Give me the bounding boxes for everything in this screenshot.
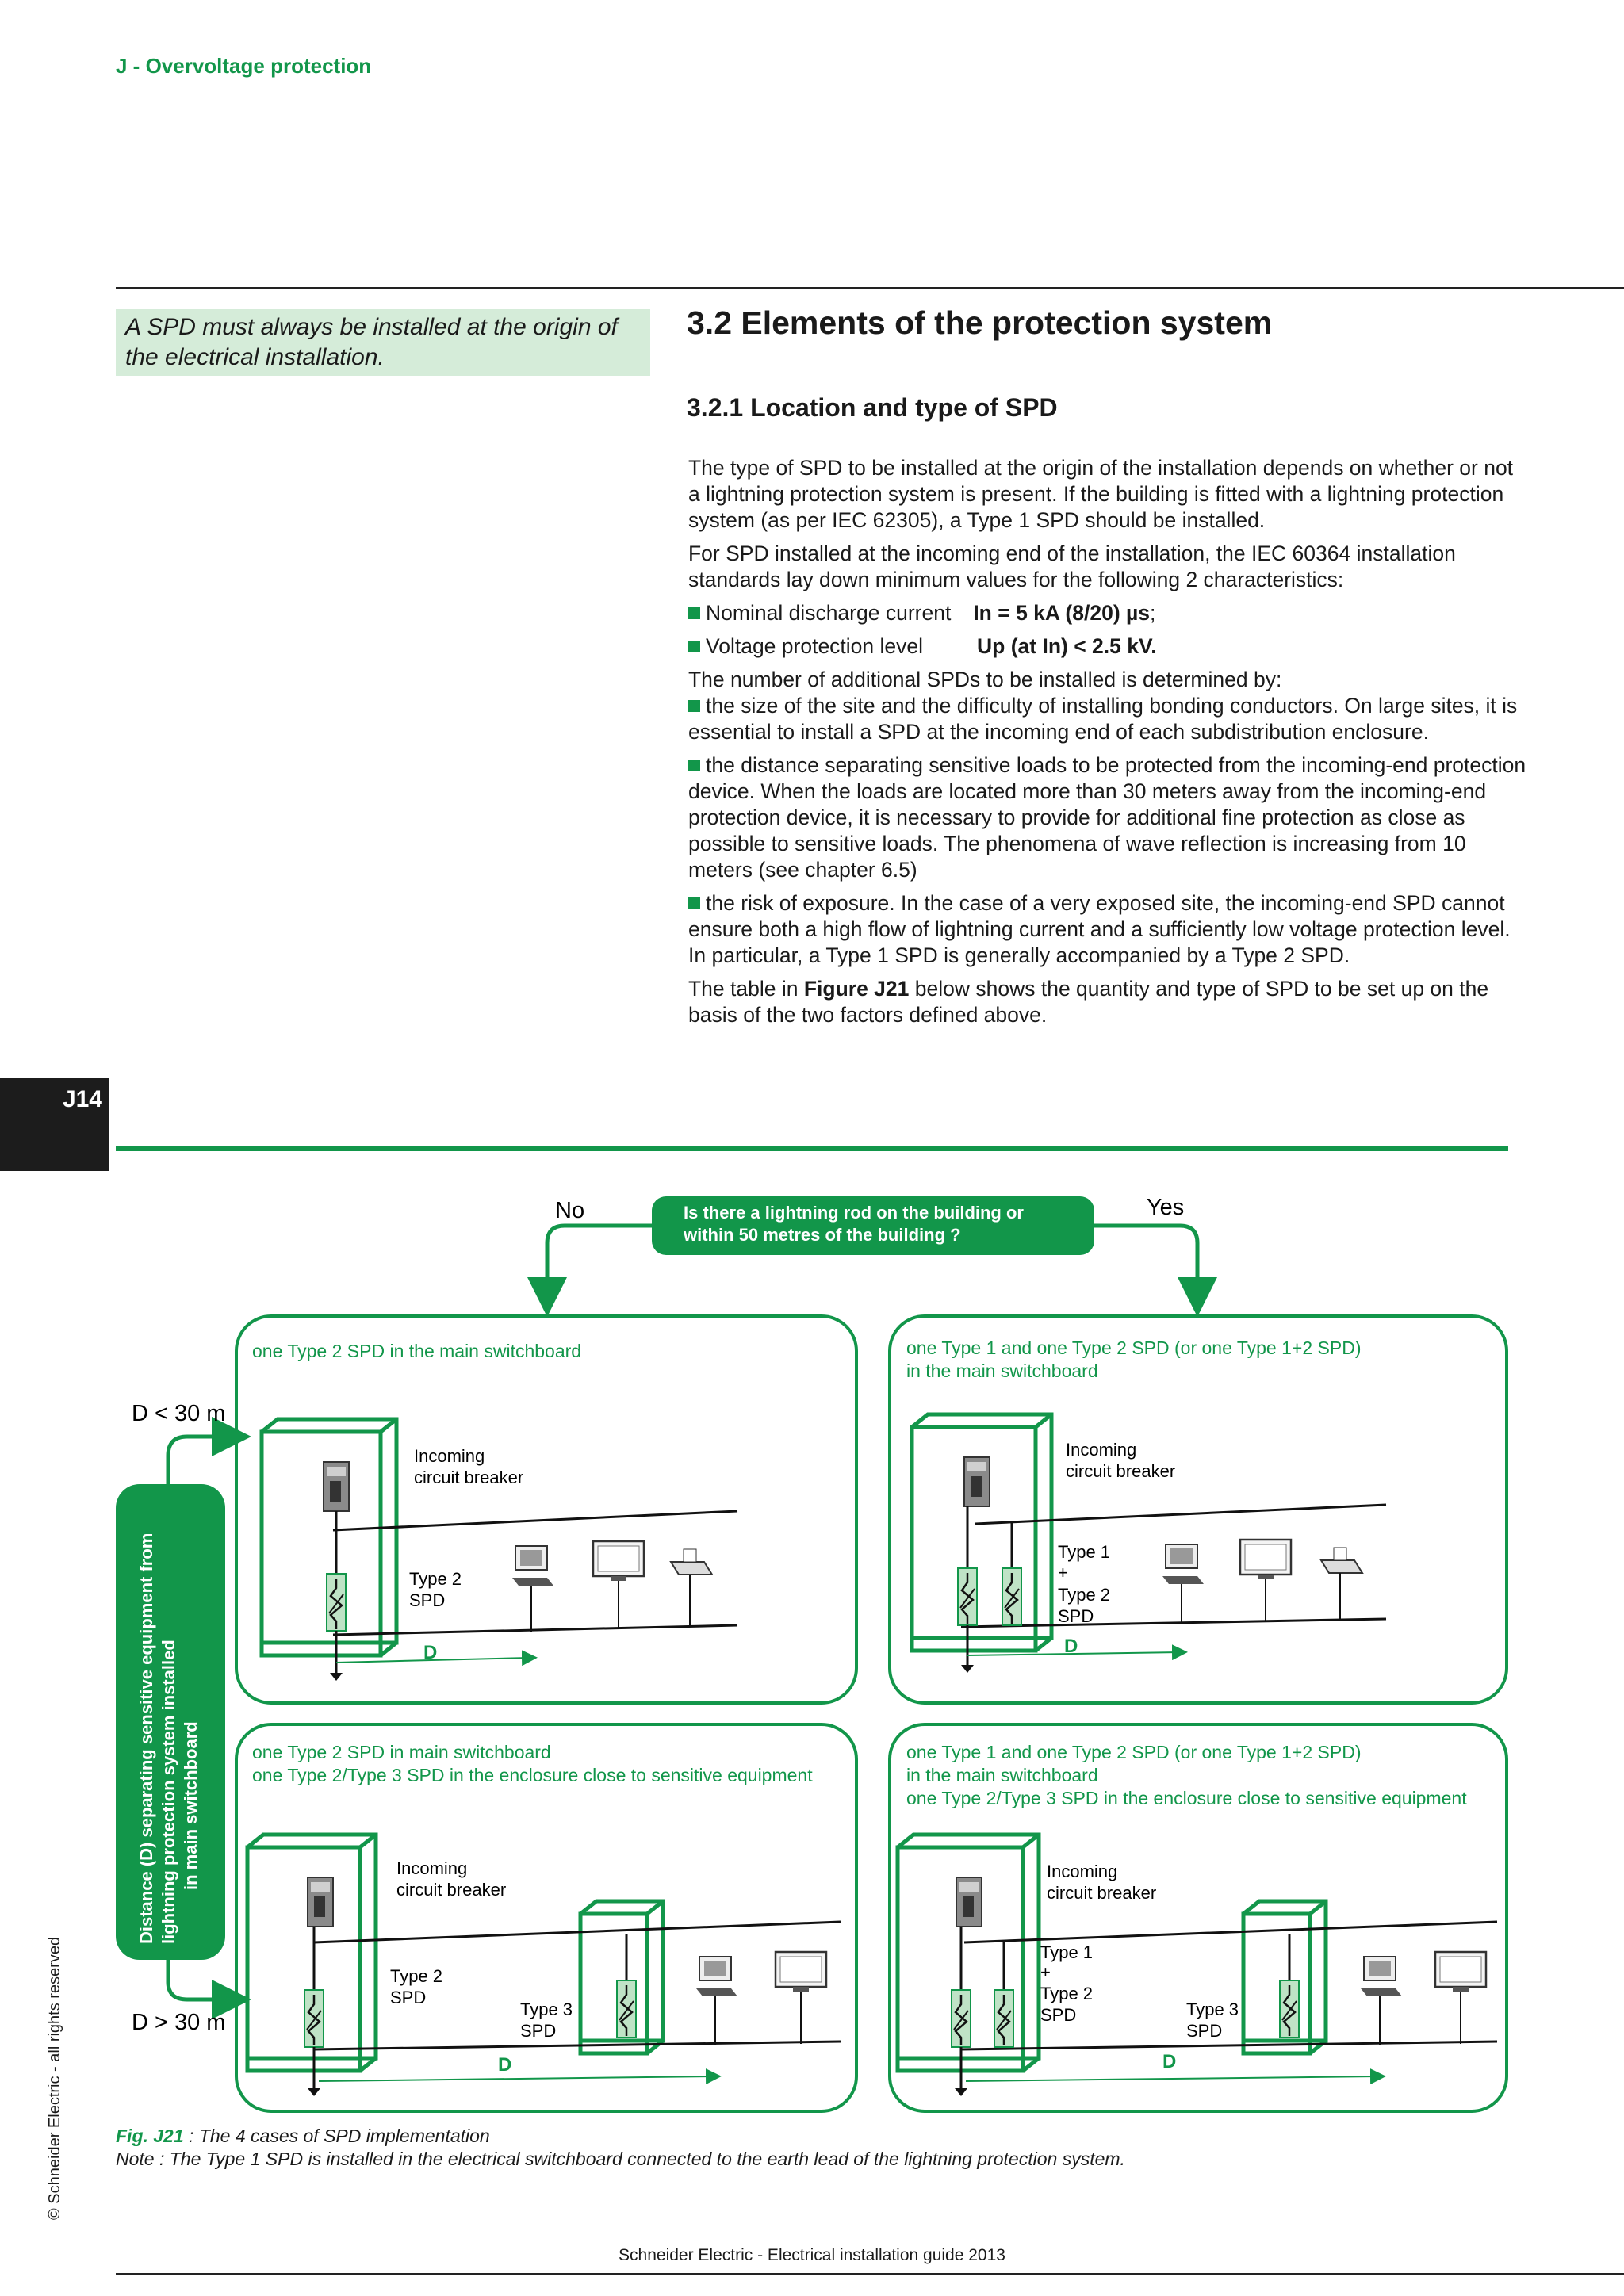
panel-title: one Type 2/Type 3 SPD in the enclosure c…	[252, 1765, 813, 1785]
case-panel-2	[888, 1314, 1508, 1705]
panel-title: one Type 2 SPD in the main switchboard	[252, 1341, 581, 1361]
bullet-square-icon	[688, 700, 700, 712]
type1-label: Type 1	[1058, 1542, 1110, 1562]
distance-d-label: D	[1064, 1636, 1078, 1657]
type1-label: Type 1	[1040, 1942, 1093, 1962]
distance-pill-text: Distance (D) separating sensitive equipm…	[136, 1533, 156, 1944]
spd-label: SPD	[520, 2021, 556, 2041]
copyright-notice: © Schneider Electric - all rights reserv…	[46, 1936, 63, 2220]
incoming-label: Incoming	[1047, 1862, 1117, 1881]
panel-title: one Type 2 SPD in main switchboard	[252, 1742, 551, 1762]
plus-label: +	[1040, 1962, 1051, 1982]
spd-label: SPD	[390, 1988, 426, 2007]
decision-question: within 50 metres of the building ?	[683, 1225, 961, 1245]
figure-caption: Fig. J21 : The 4 cases of SPD implementa…	[116, 2126, 1125, 2169]
figure-label: Fig. J21	[116, 2126, 184, 2146]
spd-label: SPD	[1058, 1606, 1094, 1626]
type2-label: Type 2	[1040, 1984, 1093, 2003]
green-rule	[116, 1146, 1508, 1151]
type2-label: Type 2	[409, 1569, 462, 1589]
panel-2-drawing: D Incoming circuit breaker Type 1 + Type…	[910, 1412, 1387, 1673]
bullet-square-icon	[688, 607, 700, 619]
case-panel-3	[235, 1723, 858, 2113]
decision-box	[652, 1196, 1094, 1255]
distance-pill	[116, 1484, 225, 1960]
top-rule	[116, 287, 1624, 289]
distance-pill-text: lightning protection system installed	[159, 1640, 178, 1944]
type2-label: Type 2	[390, 1966, 442, 1986]
incoming-label: Incoming	[1066, 1440, 1136, 1460]
page-footer: Schneider Electric - Electrical installa…	[619, 2246, 1005, 2264]
bullet-square-icon	[688, 760, 700, 771]
type3-label: Type 3	[520, 1999, 573, 2019]
bullet-item: the risk of exposure. In the case of a v…	[688, 891, 1511, 967]
incoming-label: Incoming	[414, 1446, 485, 1466]
incoming-label: circuit breaker	[414, 1468, 523, 1487]
section-heading: 3.2 Elements of the protection system	[687, 304, 1273, 341]
plus-label: +	[1058, 1563, 1068, 1582]
paragraph: For SPD installed at the incoming end of…	[688, 541, 1456, 591]
panel-title: one Type 2/Type 3 SPD in the enclosure c…	[906, 1788, 1467, 1808]
paragraph: The number of additional SPDs to be inst…	[688, 668, 1282, 691]
distance-d-label: D	[1162, 2051, 1176, 2072]
paragraph: The type of SPD to be installed at the o…	[688, 456, 1514, 532]
figure-note: Note : The Type 1 SPD is installed in th…	[116, 2149, 1125, 2169]
panel-title: one Type 1 and one Type 2 SPD (or one Ty…	[906, 1742, 1361, 1762]
bullet-item: the size of the site and the difficulty …	[688, 694, 1518, 744]
panel-title: in the main switchboard	[906, 1360, 1098, 1381]
incoming-label: circuit breaker	[1047, 1883, 1156, 1903]
distance-pill-text: in main switchboard	[181, 1721, 201, 1890]
paragraph: The table in Figure J21 below shows the …	[688, 977, 1489, 1027]
case-panel-4	[888, 1723, 1508, 2113]
panel-4-drawing: D Incoming circuit breaker Type 1 + Type…	[895, 1832, 1498, 2096]
panel-title: in the main switchboard	[906, 1765, 1098, 1785]
case-panel-1	[235, 1314, 858, 1705]
type2-label: Type 2	[1058, 1585, 1110, 1605]
subsection-heading: 3.2.1 Location and type of SPD	[687, 393, 1058, 422]
bullet-item: the distance separating sensitive loads …	[688, 753, 1526, 882]
d-more-label: D > 30 m	[132, 2010, 225, 2035]
incoming-label: circuit breaker	[396, 1880, 506, 1900]
incoming-label: circuit breaker	[1066, 1461, 1175, 1481]
running-header: J - Overvoltage protection	[116, 54, 372, 78]
spd-label: SPD	[409, 1590, 445, 1610]
distance-d-label: D	[423, 1642, 437, 1663]
margin-note: A SPD must always be installed at the or…	[116, 309, 650, 376]
yes-branch-label: Yes	[1147, 1195, 1184, 1220]
incoming-label: Incoming	[396, 1858, 467, 1878]
d-less-label: D < 30 m	[132, 1401, 225, 1426]
panel-title: one Type 1 and one Type 2 SPD (or one Ty…	[906, 1337, 1361, 1358]
decision-question: Is there a lightning rod on the building…	[684, 1203, 1024, 1223]
no-branch-label: No	[555, 1198, 584, 1223]
bullet-square-icon	[688, 897, 700, 909]
panel-3-drawing: D Incoming circuit breaker Type 2 SPD Ty…	[245, 1832, 841, 2096]
spd-label: SPD	[1040, 2005, 1076, 2025]
page-tab: J14	[0, 1078, 109, 1171]
panel-1-drawing: D Incoming circuit breaker Type 2 SPD	[259, 1417, 738, 1681]
distance-d-label: D	[498, 2054, 511, 2076]
spd-label: SPD	[1186, 2021, 1222, 2041]
body-text: The type of SPD to be installed at the o…	[688, 455, 1529, 1035]
bullet-square-icon	[688, 641, 700, 652]
type3-label: Type 3	[1186, 1999, 1239, 2019]
bottom-rule	[116, 2273, 1624, 2275]
